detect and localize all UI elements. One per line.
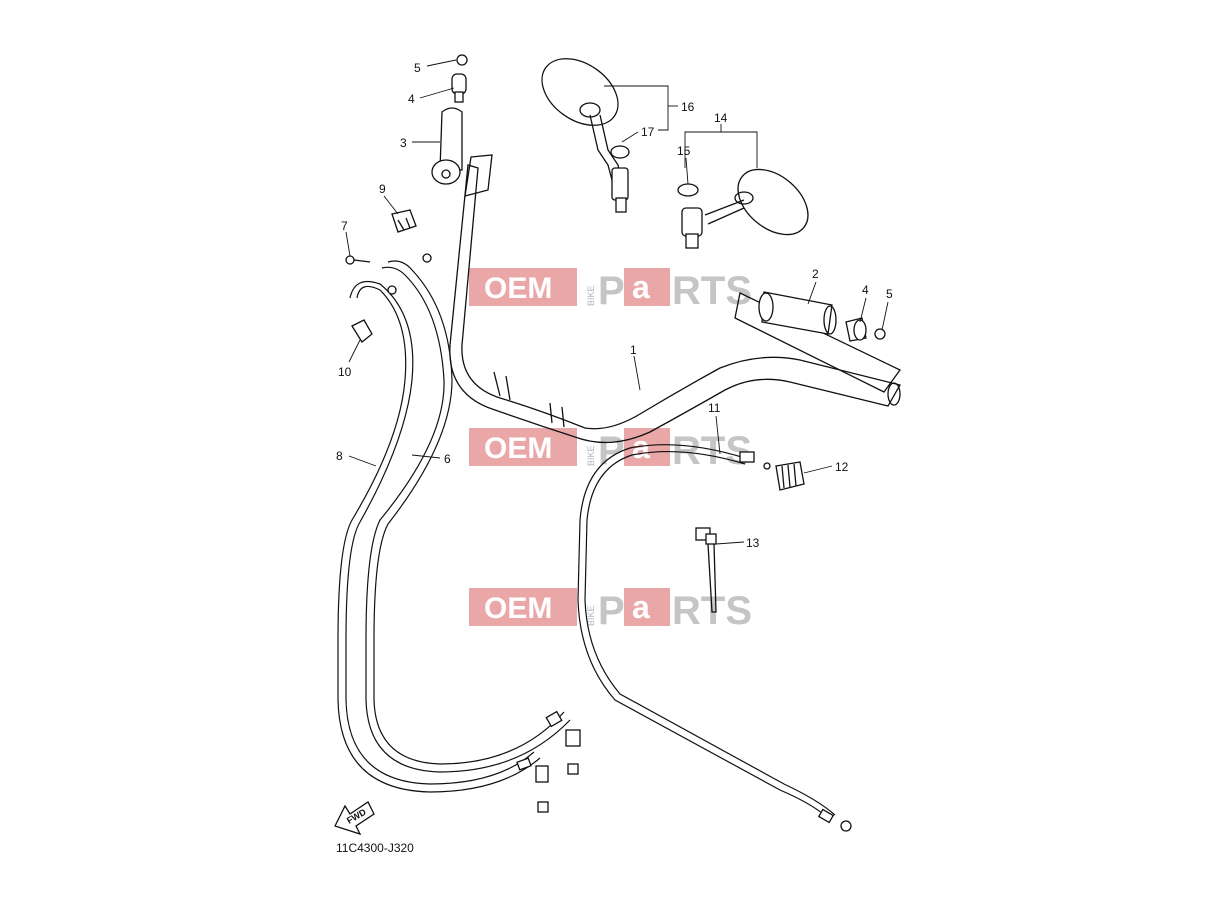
cable-adjuster [775, 461, 805, 491]
callout-10: 10 [338, 365, 352, 379]
callout-16: 16 [681, 100, 695, 114]
handlebar [449, 154, 901, 444]
watermark-oem-text: OEM [484, 592, 552, 625]
callout-6: 6 [444, 452, 451, 466]
callout-4-left: 4 [408, 92, 415, 106]
callouts: 1 2 3 4 4 5 5 6 7 8 9 10 11 12 13 14 15 … [336, 61, 893, 550]
watermark-2: OEM BIKE P a RTS [469, 428, 752, 473]
fwd-arrow: FWD [334, 801, 375, 836]
callout-14: 14 [714, 111, 728, 125]
throttle-cables [337, 260, 581, 813]
cable-tie [695, 527, 717, 613]
watermark-1: OEM BIKE P a RTS [469, 268, 752, 313]
right-grip [734, 291, 901, 393]
watermark-oem-text: OEM [484, 432, 552, 465]
watermark-oem-text: OEM [484, 272, 552, 305]
callout-5-right: 5 [886, 287, 893, 301]
watermark-oem-box [469, 268, 577, 306]
watermark-a-box [624, 268, 670, 306]
watermark-a-text: a [632, 589, 650, 625]
callout-15: 15 [677, 144, 691, 158]
leader-lines [345, 59, 889, 545]
watermark-a-box [624, 588, 670, 626]
callout-1: 1 [630, 343, 637, 357]
watermark-bike-text: BIKE [586, 445, 596, 466]
small-parts-left [345, 209, 432, 343]
right-mirror [677, 168, 809, 249]
watermark-oem-box [469, 588, 577, 626]
diagram-code: 11C4300-J320 [336, 841, 414, 855]
callout-8: 8 [336, 449, 343, 463]
callout-9: 9 [379, 182, 386, 196]
callout-17: 17 [641, 125, 655, 139]
callout-11: 11 [708, 401, 721, 415]
left-throttle-grip [431, 54, 468, 185]
clutch-cable [577, 444, 852, 832]
watermark-bike-text: BIKE [586, 285, 596, 306]
watermark-a-text: a [632, 429, 650, 465]
watermark-rts-text: RTS [672, 269, 752, 313]
callout-4-right: 4 [862, 283, 869, 297]
watermark-a-text: a [632, 269, 650, 305]
watermark-rts-text: RTS [672, 429, 752, 473]
callout-13: 13 [746, 536, 760, 550]
left-mirror [541, 58, 630, 213]
callout-2: 2 [812, 267, 819, 281]
watermark-bike-text: BIKE [586, 605, 596, 626]
watermark-p-text: P [598, 269, 625, 313]
watermark-a-box [624, 428, 670, 466]
callout-5-left: 5 [414, 61, 421, 75]
watermark-oem-box [469, 428, 577, 466]
right-bar-end [845, 317, 886, 342]
watermark-3: OEM BIKE P a RTS [469, 588, 752, 633]
callout-7: 7 [341, 219, 348, 233]
watermark-p-text: P [598, 589, 625, 633]
callout-12: 12 [835, 460, 849, 474]
callout-3: 3 [400, 136, 407, 150]
